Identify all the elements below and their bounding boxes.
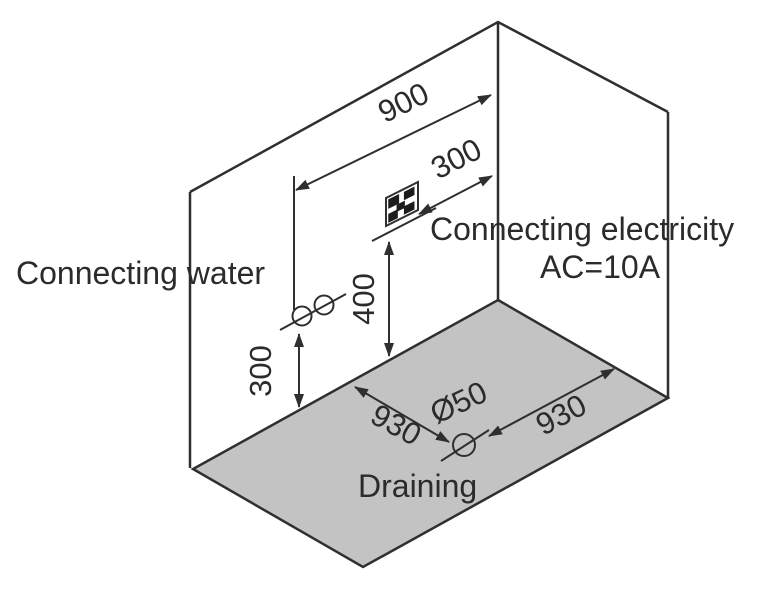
water-inlet-axis-line [279, 293, 347, 331]
electrical-outlet-icon [386, 182, 418, 226]
dimension-label-water-height: 300 [243, 345, 278, 397]
floor-drain-icon [452, 433, 476, 457]
floor-drain-axis-line [440, 429, 490, 462]
draining-label: Draining [358, 468, 477, 504]
water-inlet-circle-icon [313, 294, 335, 316]
dimension-arrow-outlet-offset [418, 175, 493, 215]
connecting-electricity-label: Connecting electricity [430, 211, 734, 247]
dimension-label-wall-width: 900 [372, 75, 434, 129]
water-inlet-circle-icon [291, 305, 313, 327]
dimension-arrow-wall-width [295, 94, 492, 191]
dimension-label-outlet-height: 400 [346, 273, 381, 325]
ac-rating-label: AC=10A [540, 249, 661, 285]
dimension-arrow-drain-right [488, 368, 615, 437]
dimension-label-outlet-offset: 300 [425, 131, 487, 186]
connecting-water-label: Connecting water [16, 255, 265, 291]
dimension-arrow-drain-left [354, 386, 450, 443]
floor [190, 298, 671, 569]
